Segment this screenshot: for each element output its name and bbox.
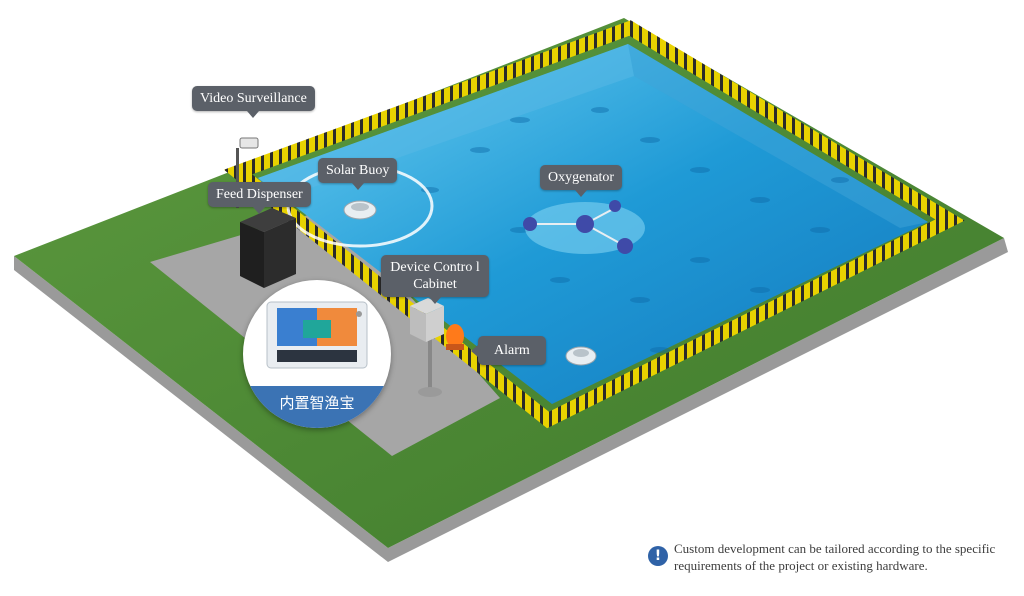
controller-inset: 内置智渔宝 <box>243 280 391 428</box>
alarm-light <box>446 324 464 350</box>
feed-dispenser <box>240 208 296 288</box>
surveillance-camera <box>236 137 259 208</box>
inset-caption: 内置智渔宝 <box>243 386 391 428</box>
solar-buoy-2 <box>565 346 597 366</box>
oxygenator <box>523 200 645 254</box>
info-icon: ! <box>648 546 668 566</box>
oxygenator-label: Oxygenator <box>540 165 623 197</box>
solar-buoy-label: Solar Buoy <box>318 158 398 190</box>
feed-dispenser-label: Feed Dispenser <box>208 182 311 214</box>
device-control-cabinet-label: Device Contro l Cabinet <box>381 255 489 304</box>
pool-fence <box>223 20 965 429</box>
solar-buoy <box>343 200 377 220</box>
controller-device-image <box>266 301 368 369</box>
pool-wall <box>628 44 928 228</box>
alarm-label: Alarm <box>471 336 546 365</box>
custom-development-note: ! Custom development can be tailored acc… <box>648 540 1018 574</box>
ground-side <box>14 238 1008 562</box>
video-surveillance-label: Video Surveillance <box>192 86 315 118</box>
note-text: Custom development can be tailored accor… <box>674 541 996 573</box>
